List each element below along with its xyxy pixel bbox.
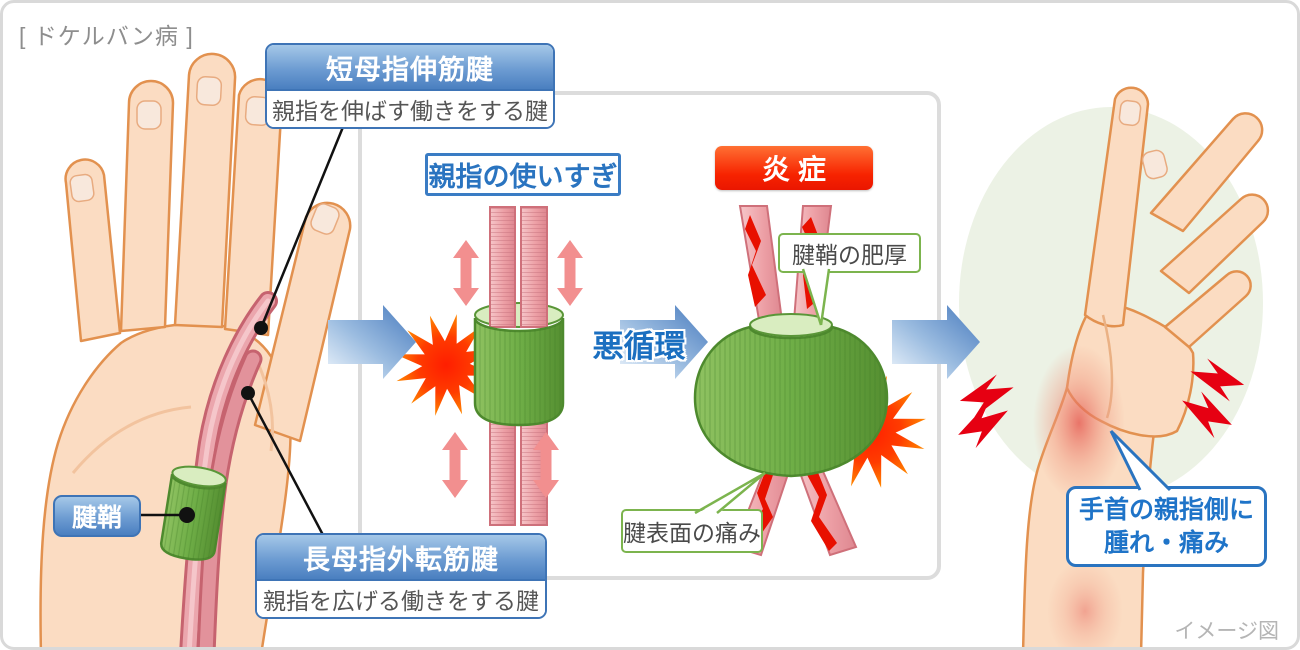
symptom-bubble-pointer — [1109, 429, 1172, 492]
label-card-epb: 短母指伸筋腱 親指を伸ばす働きをする腱 — [265, 43, 555, 129]
page-title: [ ドケルバン病 ] — [19, 23, 194, 49]
epb-title: 短母指伸筋腱 — [267, 45, 553, 91]
symptom-line2: 腫れ・痛み — [1103, 528, 1229, 557]
overuse-illustration — [384, 206, 583, 526]
symptom-line1: 手首の親指側に — [1078, 495, 1254, 524]
pain-pointer — [694, 471, 766, 515]
label-connectors — [141, 126, 345, 536]
thickening-pointer — [801, 267, 831, 326]
label-thumb-overuse: 親指の使いすぎ — [425, 153, 621, 196]
callout-tendon-surface-pain: 腱表面の痛み — [621, 509, 763, 553]
symptom-bubble: 手首の親指側に 腫れ・痛み — [1066, 486, 1267, 567]
illustration-layer — [39, 52, 1270, 647]
left-hand-illustration — [39, 52, 352, 647]
epb-description: 親指を伸ばす働きをする腱 — [267, 91, 553, 127]
callout-sheath-thickening: 腱鞘の肥厚 — [778, 233, 921, 273]
label-inflammation: 炎症 — [715, 146, 873, 190]
tendon-epb — [179, 291, 278, 647]
image-note: イメージ図 — [1174, 620, 1279, 643]
apl-title: 長母指外転筋腱 — [257, 535, 545, 581]
label-tendon-sheath: 腱鞘 — [53, 495, 141, 537]
apl-description: 親指を広げる働きをする腱 — [257, 581, 545, 617]
label-card-apl: 長母指外転筋腱 親指を広げる働きをする腱 — [255, 533, 547, 619]
label-vicious-cycle: 悪循環 — [592, 329, 686, 364]
